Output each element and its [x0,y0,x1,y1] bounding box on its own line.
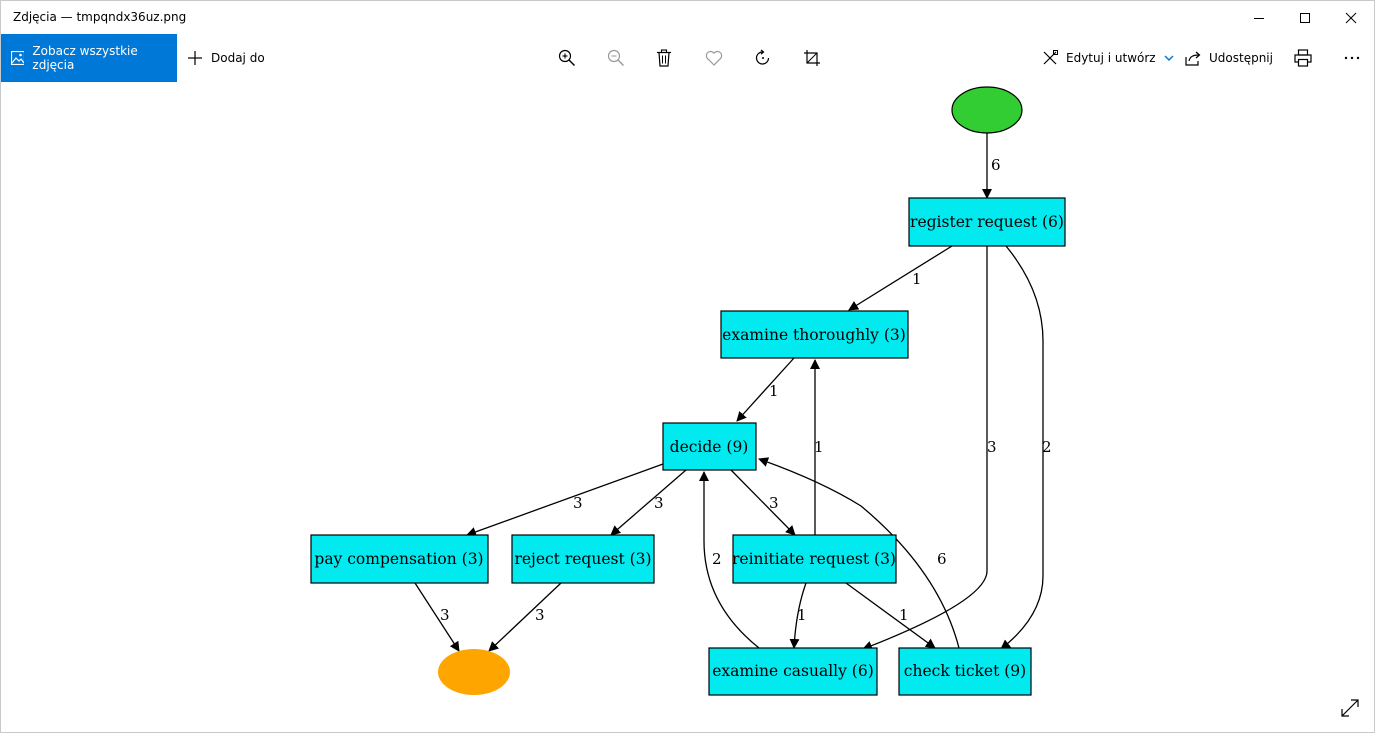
node-label-check-ticket: check ticket (9) [904,662,1026,680]
photo-icon [11,51,25,65]
node-decide [662,422,757,471]
node-label-pay-compensation: pay compensation (3) [314,550,483,568]
edge-reject-end [488,582,562,652]
rotate-icon[interactable] [751,46,775,70]
node-reject-request [511,534,655,584]
edge-label-examine-thoroughly-decide: 1 [769,382,779,400]
edge-label-register-examine-casually: 3 [987,438,997,456]
edge-pay-end [414,582,460,652]
edge-label-reinitiate-check-ticket: 1 [899,606,909,624]
edge-decide-reject [610,469,687,536]
edge-label-register-examine-thoroughly: 1 [912,270,922,288]
edge-decide-reinitiate [730,469,796,536]
share-label: Udostępnij [1209,51,1273,65]
maximize-button[interactable] [1282,1,1328,34]
edge-decide-pay [466,463,664,537]
edge-examine-casually-decide [699,471,760,649]
edge-label-pay-end: 3 [440,606,450,624]
process-map-graph: 6 1 3 2 1 1 3 3 3 2 6 1 1 3 3 [310,86,1066,696]
add-to-button[interactable]: Dodaj do [187,34,265,82]
edge-label-check-ticket-decide: 6 [937,550,947,568]
edge-label-reinitiate-examine-thoroughly: 1 [814,438,824,456]
node-register-request [908,197,1066,247]
edge-reinitiate-examine-casually [789,582,807,649]
node-examine-thoroughly [720,310,909,359]
edge-register-examine-casually [862,246,988,651]
image-canvas[interactable]: 6 1 3 2 1 1 3 3 3 2 6 1 1 3 3 [1,82,1375,733]
maximize-icon [1300,12,1310,23]
edge-label-decide-pay: 3 [573,494,583,512]
edit-icon [1043,50,1058,65]
node-label-register-request: register request (6) [910,213,1064,231]
edge-label-reject-end: 3 [535,606,545,624]
node-label-reject-request: reject request (3) [514,550,651,568]
plus-icon [188,51,202,65]
see-all-photos-label: Zobacz wszystkie zdjęcia [32,44,138,72]
add-to-label: Dodaj do [211,51,265,65]
window-title: Zdjęcia — tmpqndx36uz.png [13,10,187,24]
toolbar: Zobacz wszystkie zdjęcia Dodaj do [1,34,1374,82]
crop-icon[interactable] [800,46,824,70]
node-label-examine-thoroughly: examine thoroughly (3) [722,326,906,344]
edit-create-button[interactable]: Edytuj i utwórz [1042,34,1174,82]
node-examine-casually [708,647,878,696]
edge-examine-thoroughly-decide [736,357,795,422]
edge-label-reinitiate-examine-casually: 1 [797,606,807,624]
close-button[interactable] [1328,1,1374,34]
edge-reinitiate-check-ticket [845,582,936,649]
print-icon[interactable] [1291,46,1315,70]
node-label-decide: decide (9) [670,438,749,456]
edit-create-label: Edytuj i utwórz [1066,51,1156,65]
edge-register-examine-thoroughly [848,245,953,311]
edge-check-ticket-decide [758,457,960,649]
chevron-down-icon [1164,55,1174,62]
title-bar: Zdjęcia — tmpqndx36uz.png [1,1,1374,34]
edge-register-check-ticket [1000,245,1044,650]
edge-label-register-check-ticket: 2 [1042,438,1052,456]
edge-label-start-register: 6 [991,156,1001,174]
edge-label-examine-casually-decide: 2 [712,550,722,568]
edge-label-decide-reject: 3 [654,494,664,512]
delete-icon[interactable] [652,46,676,70]
expand-icon[interactable] [1339,697,1361,719]
zoom-in-icon[interactable] [555,46,579,70]
node-check-ticket [898,647,1032,696]
zoom-out-icon[interactable] [604,46,628,70]
end-node [438,649,510,695]
start-node [951,86,1023,134]
share-icon [1185,51,1201,66]
favorite-icon[interactable] [702,46,726,70]
edge-label-decide-reinitiate: 3 [769,494,779,512]
node-label-reinitiate-request: reinitiate request (3) [732,550,896,568]
minimize-icon [1254,17,1264,19]
node-label-examine-casually: examine casually (6) [712,662,874,680]
more-icon[interactable] [1340,46,1364,70]
close-icon [1345,12,1357,23]
share-button[interactable]: Udostępnij [1185,34,1273,82]
node-pay-compensation [310,534,489,584]
see-all-photos-button[interactable]: Zobacz wszystkie zdjęcia [1,34,177,82]
node-reinitiate-request [732,534,897,584]
minimize-button[interactable] [1236,1,1282,34]
